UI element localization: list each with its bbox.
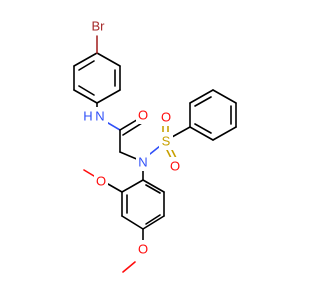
ch2-n-bond xyxy=(119,151,140,161)
svg-text:O: O xyxy=(138,242,148,257)
label-methoxy-o1: O xyxy=(94,172,108,190)
o-me-bond-2 xyxy=(122,261,136,273)
label-bromine: Br xyxy=(87,17,109,35)
svg-text:H: H xyxy=(83,109,92,124)
ring-bond xyxy=(73,89,98,104)
ring-bond xyxy=(212,89,237,104)
ring-double-bond xyxy=(78,60,95,71)
label-carbonyl-o: O xyxy=(136,106,150,124)
ring-double-bond xyxy=(194,96,212,107)
ring-bond xyxy=(73,52,98,67)
ring-bond xyxy=(96,89,121,104)
svg-text:O: O xyxy=(170,159,180,174)
ring-bond xyxy=(121,215,144,230)
label-sulfonamide-n: N xyxy=(136,153,150,171)
label-sulfur: S xyxy=(159,132,173,150)
molecule-canvas: Br H N O N S O O O O xyxy=(73,17,237,273)
bromophenyl-ring xyxy=(73,52,121,104)
svg-text:O: O xyxy=(138,108,148,123)
o-me-bond xyxy=(83,169,95,177)
phenyl-ring xyxy=(189,89,237,141)
ring-bond xyxy=(189,89,214,104)
dimethoxyphenyl-ring xyxy=(121,179,165,230)
ring-double-bond xyxy=(78,85,95,96)
ring-double-bond xyxy=(145,214,161,225)
ring-bond xyxy=(142,179,165,193)
ring-bond xyxy=(121,179,144,193)
s-phenyl-bond xyxy=(171,126,191,138)
structure-diagram: Br H N O N S O O O O xyxy=(73,17,237,273)
ring-bond xyxy=(212,126,237,141)
svg-text:Br: Br xyxy=(92,19,106,34)
ring-double-bond xyxy=(145,184,161,194)
label-methoxy-o2: O xyxy=(136,240,150,258)
ring-double-bond xyxy=(194,123,212,134)
ring-bond xyxy=(189,126,214,141)
svg-text:N: N xyxy=(138,155,147,170)
svg-text:N: N xyxy=(95,109,104,124)
svg-text:S: S xyxy=(162,134,171,149)
c-o-double-bond-2 xyxy=(122,122,143,136)
label-sulfonyl-o2: O xyxy=(168,157,182,175)
svg-text:O: O xyxy=(96,174,106,189)
label-sulfonyl-o1: O xyxy=(159,108,173,126)
svg-text:O: O xyxy=(161,110,171,125)
c-ome-bond xyxy=(107,183,123,193)
ring-bond xyxy=(142,215,165,230)
ring-bond xyxy=(96,52,121,67)
n-s-bond xyxy=(149,145,161,155)
label-amide-nh: H N xyxy=(83,107,108,125)
